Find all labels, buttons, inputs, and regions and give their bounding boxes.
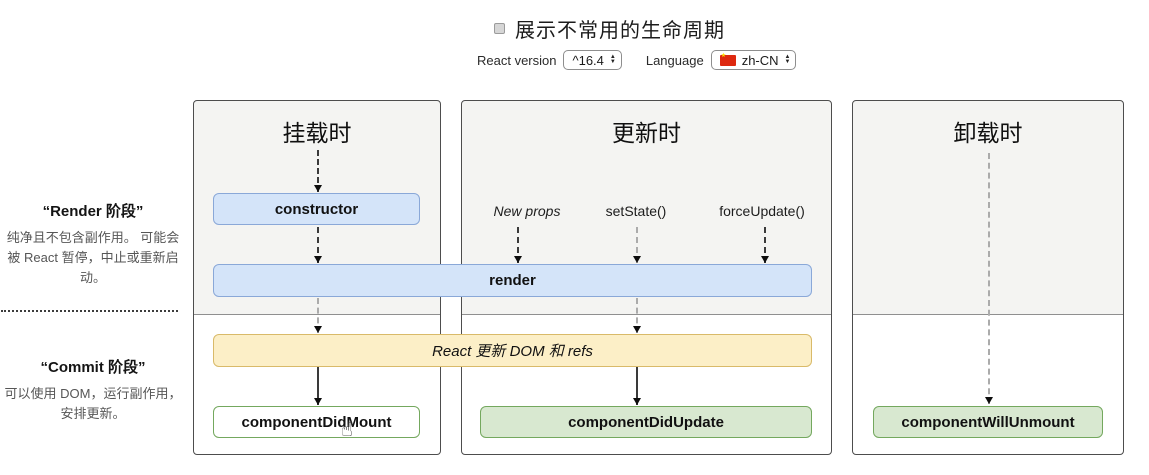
arrow-setstate-to-render — [633, 227, 641, 263]
arrow-mount-to-constructor — [314, 150, 322, 192]
trigger-new-props: New props — [493, 203, 561, 219]
header: 展示不常用的生命周期 — [494, 14, 725, 43]
stepper-up-icon: ▲ — [609, 54, 616, 60]
language-value: zh-CN — [741, 52, 779, 68]
method-constructor[interactable]: constructor — [213, 193, 420, 225]
method-render[interactable]: render — [213, 264, 812, 297]
trigger-set-state: setState() — [605, 203, 667, 219]
arrow-newprops-to-render — [514, 227, 522, 263]
column-mounting-title: 挂载时 — [282, 120, 352, 146]
render-phase-label: “Render 阶段” 纯净且不包含副作用。 可能会被 React 暂停，中止或… — [3, 200, 183, 288]
flag-star-icon: ★ — [720, 51, 727, 59]
column-unmounting-title: 卸载时 — [953, 120, 1023, 146]
react-version-label: React version — [477, 52, 557, 68]
arrow-domupdate-to-didmount — [314, 367, 322, 405]
arrow-constructor-to-render — [314, 227, 322, 263]
react-version-select[interactable]: ^16.4 ▲ ▼ — [563, 50, 622, 70]
column-updating-title: 更新时 — [612, 120, 681, 146]
language-label: Language — [645, 52, 704, 68]
show-less-common-checkbox[interactable] — [494, 23, 505, 34]
trigger-force-update: forceUpdate() — [719, 203, 805, 219]
commit-phase-description: 可以使用 DOM，运行副作用，安排更新。 — [4, 386, 182, 421]
stepper-up-icon: ▲ — [784, 54, 791, 60]
arrow-render-to-domupdate-update — [633, 298, 641, 333]
arrow-forceupdate-to-render — [761, 227, 769, 263]
commit-phase-title: “Commit 阶段” — [40, 359, 146, 376]
phase-dotted-divider — [1, 310, 178, 312]
react-updates-dom-bar: React 更新 DOM 和 refs — [213, 334, 812, 367]
method-component-did-mount[interactable]: componentDidMount — [213, 406, 420, 438]
arrow-unmount-to-willunmount — [985, 153, 993, 404]
controls-row: React version ^16.4 ▲ ▼ Language ★ zh-CN… — [477, 50, 797, 70]
stepper-down-icon: ▼ — [609, 59, 616, 65]
phase-divider — [462, 314, 831, 315]
stepper-icon: ▲ ▼ — [784, 54, 791, 65]
commit-phase-label: “Commit 阶段” 可以使用 DOM，运行副作用，安排更新。 — [3, 356, 183, 424]
react-version-value: ^16.4 — [572, 52, 604, 68]
arrow-domupdate-to-didupdate — [633, 367, 641, 405]
render-phase-title: “Render 阶段” — [42, 203, 144, 220]
stepper-down-icon: ▼ — [784, 59, 791, 65]
cn-flag-icon: ★ — [719, 51, 736, 66]
method-component-did-update[interactable]: componentDidUpdate — [480, 406, 812, 438]
language-select[interactable]: ★ zh-CN ▲ ▼ — [710, 50, 797, 70]
arrow-render-to-domupdate-mount — [314, 298, 322, 333]
render-phase-description: 纯净且不包含副作用。 可能会被 React 暂停，中止或重新启动。 — [6, 230, 180, 285]
page-title[interactable]: 展示不常用的生命周期 — [515, 20, 725, 42]
stepper-icon: ▲ ▼ — [609, 54, 616, 65]
pointer-cursor-icon: ☝ — [341, 419, 353, 441]
method-component-will-unmount[interactable]: componentWillUnmount — [873, 406, 1103, 438]
